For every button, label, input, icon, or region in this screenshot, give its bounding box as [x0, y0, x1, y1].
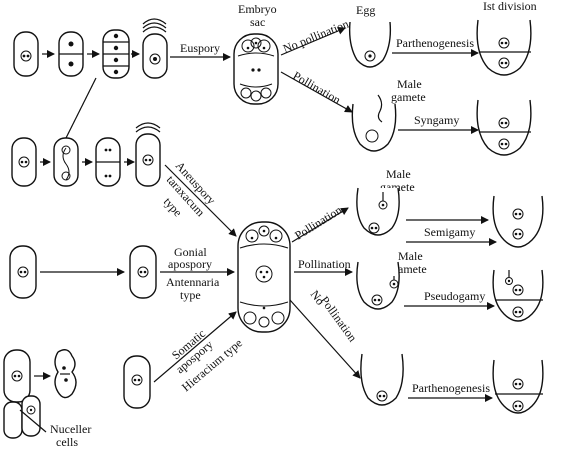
- label-pseudogamy: Pseudogamy: [424, 289, 485, 303]
- label-male-mid1-1: Male: [386, 167, 411, 181]
- label-male-mid2-1: Male: [398, 249, 423, 263]
- label-pollination-bottom: Pollination: [318, 294, 360, 345]
- label-male-top-1: Male: [397, 77, 422, 91]
- label-pollination-top: Pollination: [291, 68, 344, 106]
- functional-megaspore: [142, 33, 168, 79]
- label-syngamy: Syngamy: [414, 113, 459, 127]
- label-apospory: apospory: [168, 257, 212, 271]
- egg-ovule-bottom: [360, 353, 404, 406]
- row-somatic-apospory: Nuceller cells Somatic apospory Hieraciu…: [3, 311, 544, 449]
- egg-ovule-pseudogamy: [356, 261, 400, 310]
- nucellar-cell-2: [3, 401, 23, 439]
- megaspore-2: [135, 133, 161, 187]
- label-parthenogenesis-top: Parthenogenesis: [396, 36, 474, 50]
- nucellar-cell-3: [21, 395, 41, 437]
- row-aneuspory: Aneuspory taraxacum type: [11, 77, 237, 237]
- label-antennaria: Antennaria: [166, 275, 220, 289]
- label-ist-division: Ist division: [483, 0, 537, 13]
- nucellar-cell-1: [3, 349, 31, 403]
- label-no-pollination-top: No pollination: [281, 17, 351, 56]
- division-ovule-5: [492, 359, 544, 414]
- row-euspory: Euspory Embryo sac No pollination Pollin…: [13, 0, 537, 156]
- label-gonial: Gonial: [174, 245, 207, 259]
- mmc-cell-2: [11, 137, 37, 187]
- egg-ovule-semigamy: [356, 187, 400, 236]
- label-antennaria-type: type: [180, 288, 201, 302]
- row-gonial-apospory: Gonial apospory Antennaria type Pollinat…: [9, 167, 544, 379]
- label-parthenogenesis-bottom: Parthenogenesis: [412, 381, 490, 395]
- label-nuceller: Nuceller: [50, 422, 91, 436]
- label-pollination-mid2: Pollination: [298, 257, 351, 271]
- label-no-bottom: No: [308, 288, 328, 308]
- label-euspory: Euspory: [180, 41, 220, 55]
- egg-ovule-syngamy: [351, 103, 397, 152]
- aposporous-initial: [123, 355, 151, 409]
- label-male-top-2: gamete: [391, 90, 426, 104]
- label-cells: cells: [56, 435, 78, 449]
- gonial-cell: [9, 245, 37, 299]
- label-egg: Egg: [356, 3, 375, 17]
- gonial-cell-2: [129, 245, 157, 299]
- label-male-mid2-2: gamete: [392, 262, 427, 276]
- label-embryo: Embryo: [238, 2, 277, 16]
- restitution-cell: [53, 137, 79, 187]
- division-ovule-3: [492, 195, 544, 248]
- label-semigamy: Semigamy: [424, 225, 475, 239]
- label-pollination-mid1: Pollination: [292, 203, 344, 243]
- mmc-cell: [13, 31, 39, 77]
- label-sac: sac: [250, 15, 265, 29]
- egg-ovule-1: [348, 21, 392, 68]
